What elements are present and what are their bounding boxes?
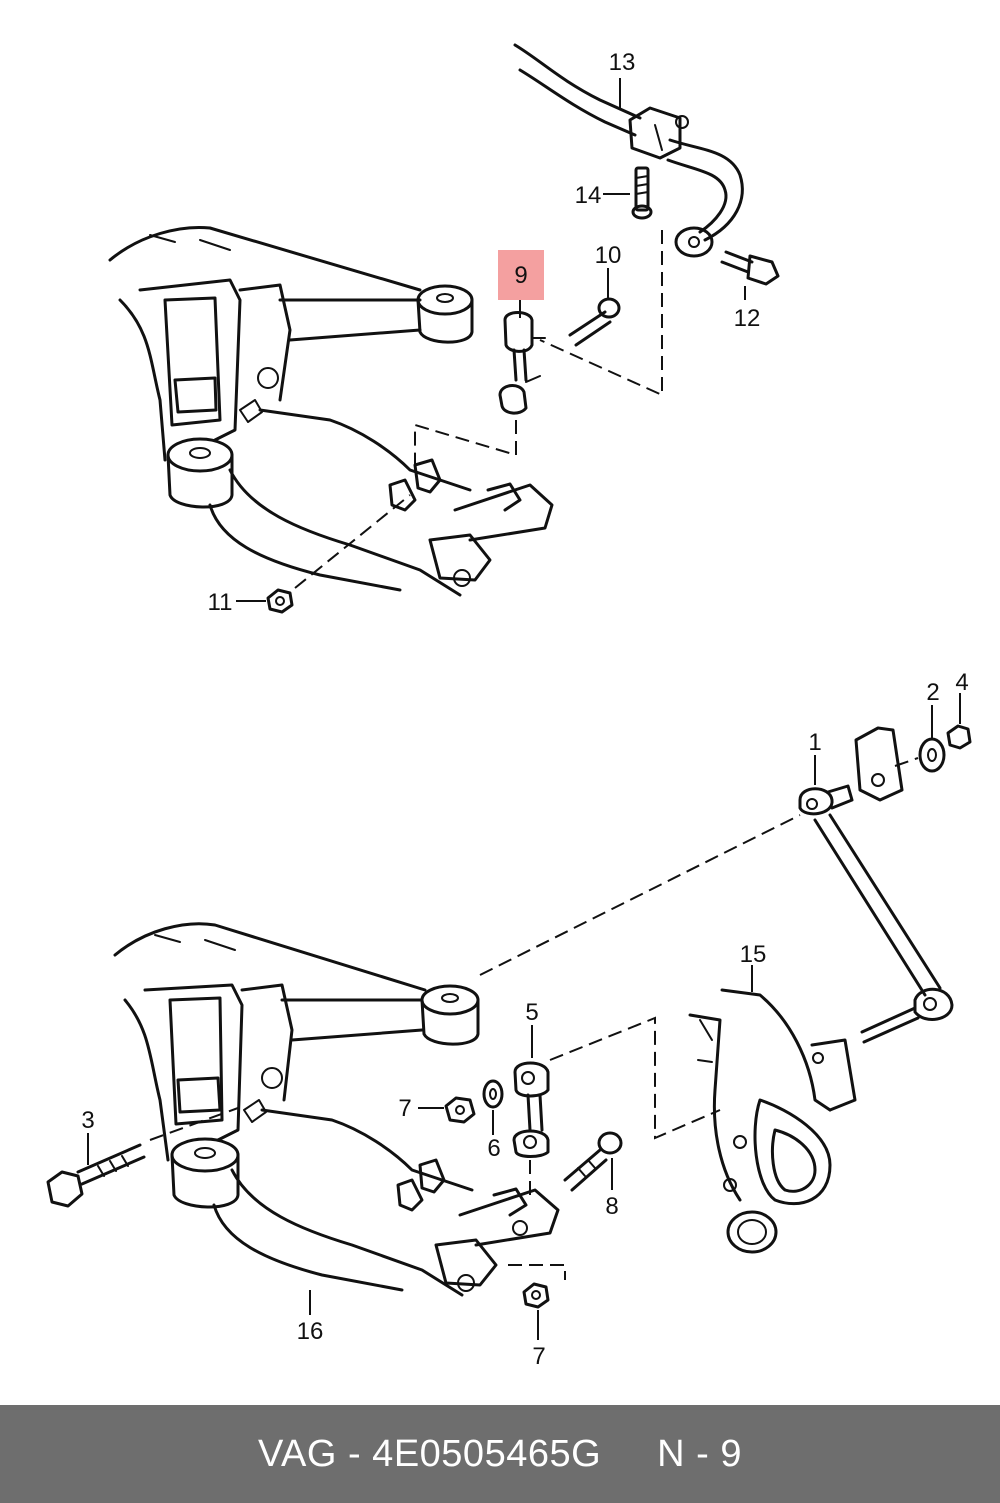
- part-number-footer: VAG - 4E0505465G N - 9: [0, 1405, 1000, 1503]
- assembly-lines-top: [294, 230, 663, 589]
- assembly-lines-bottom: [149, 757, 919, 1280]
- subframe-bottom: [113, 922, 474, 1297]
- nut-4: [946, 724, 972, 750]
- subframe-bushing-top-left: [166, 437, 234, 509]
- callout-16: 16: [297, 1318, 324, 1345]
- callout-10: 10: [595, 242, 622, 269]
- washer: [482, 1079, 504, 1109]
- callout-1: 1: [808, 729, 821, 756]
- callout-6: 6: [487, 1135, 500, 1162]
- callout-3: 3: [81, 1107, 94, 1134]
- callout-8: 8: [605, 1193, 618, 1220]
- callout-7-lower: 7: [532, 1343, 545, 1370]
- subframe-bushing-bottom-left: [170, 1137, 240, 1209]
- arm-brackets-top: [388, 458, 554, 587]
- link-arm: [798, 784, 954, 1044]
- subframe-top: [108, 226, 472, 597]
- callout-2: 2: [926, 679, 939, 706]
- leader-lines-bottom: [87, 693, 961, 1340]
- callout-14: 14: [575, 182, 602, 209]
- coupling-rod-top: [498, 311, 546, 415]
- callout-12: 12: [734, 305, 761, 332]
- coupling-rod-bottom: [512, 1061, 550, 1158]
- callout-11: 11: [208, 589, 233, 616]
- washer-2: [918, 737, 946, 773]
- nut-top: [266, 588, 294, 614]
- callout-5: 5: [525, 999, 538, 1026]
- callout-13: 13: [609, 49, 636, 76]
- callout-7-upper: 7: [398, 1095, 411, 1122]
- highlight-box: [498, 250, 544, 300]
- link-mount-bracket: [854, 726, 904, 802]
- subframe-bushing-bottom-right: [420, 984, 480, 1046]
- exploded-parts-diagram: 13 14 10 9 12 11 1 2 4 15 5 3 7 6 8 16 7: [46, 43, 972, 1370]
- stabilizer-bar: [513, 43, 744, 258]
- part-number-label: VAG - 4E0505465G: [257, 1432, 602, 1475]
- clamp-bolt: [631, 166, 653, 220]
- callout-15: 15: [740, 941, 767, 968]
- coupling-bolt-bottom: [563, 1131, 623, 1192]
- reference-label: N - 9: [657, 1432, 743, 1475]
- subframe-bolt: [46, 1143, 146, 1208]
- callout-4: 4: [955, 669, 968, 696]
- wheel-bearing-housing: [688, 988, 857, 1254]
- stabilizer-bolt: [720, 250, 780, 286]
- arm-brackets-bottom: [396, 1158, 560, 1292]
- bar-bushing-clamp: [628, 106, 689, 160]
- callout-9: 9: [514, 262, 527, 289]
- coupling-bolt-top: [568, 297, 621, 347]
- nut-bottom-upper: [444, 1096, 476, 1124]
- nut-bottom-lower: [522, 1282, 550, 1309]
- subframe-bushing-top-right: [416, 284, 474, 344]
- leader-lines-top: [236, 78, 746, 602]
